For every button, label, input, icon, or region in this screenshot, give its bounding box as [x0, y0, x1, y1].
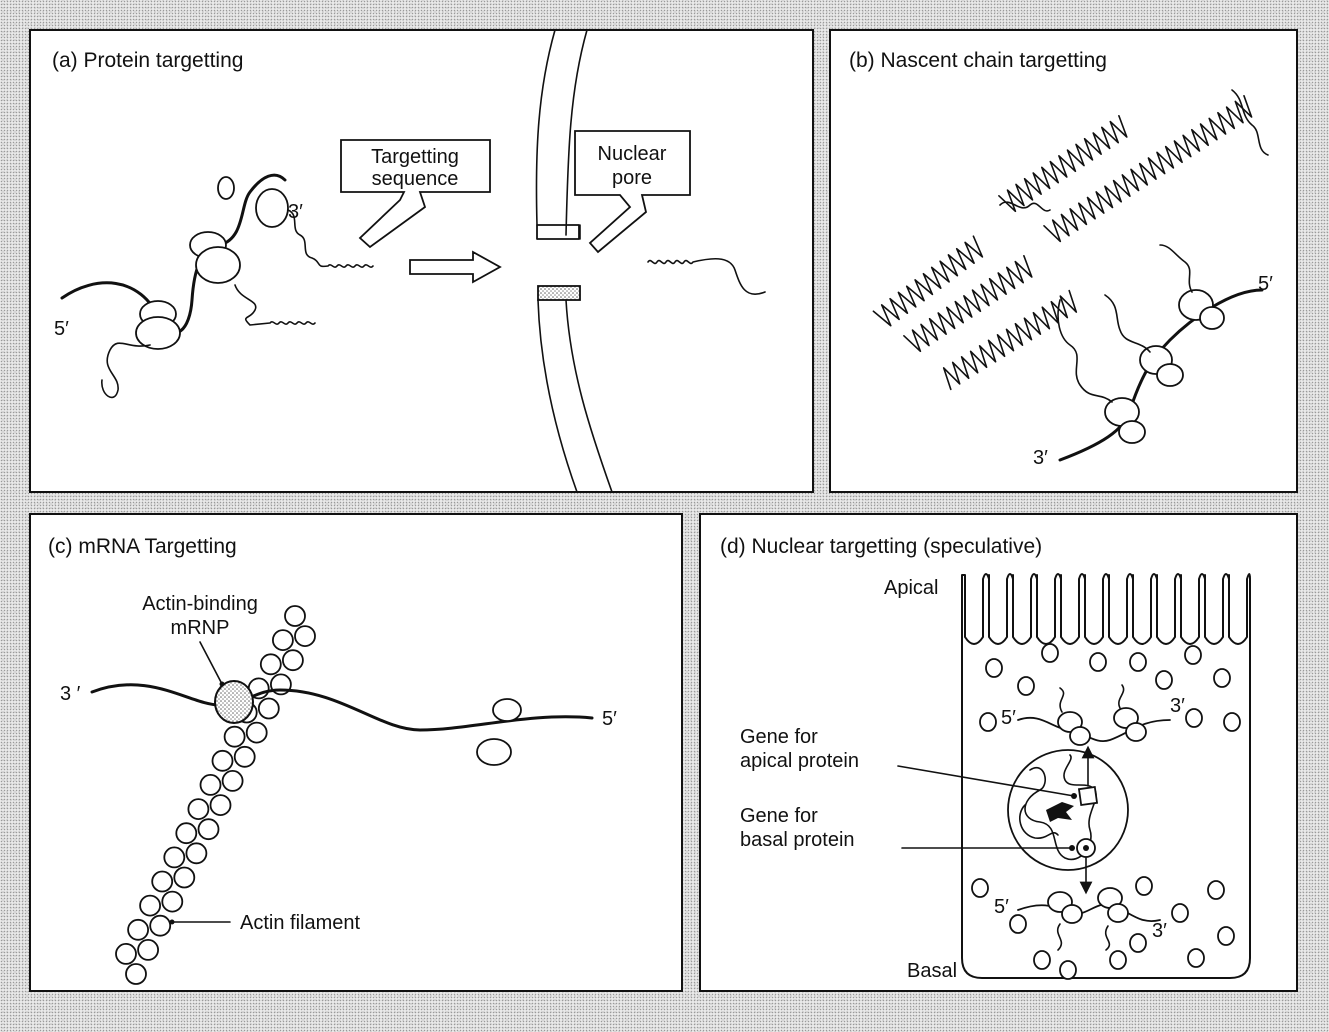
mrnp-particle [215, 681, 253, 723]
actin-bead [211, 795, 231, 815]
actin-bead [225, 727, 245, 747]
apical-gene-label-line-2: apical protein [740, 750, 859, 772]
basal-label: Basal [907, 960, 957, 982]
actin-bead [223, 771, 243, 791]
panel-b: (b) Nascent chain targetting 5′ 3′ [830, 30, 1297, 492]
actin-bead [261, 654, 281, 674]
apical-gene-label-line-1: Gene for [740, 726, 818, 748]
actin-bead [201, 775, 221, 795]
basal-three-prime: 3′ [1152, 920, 1167, 942]
panel-c-title: (c) mRNA Targetting [48, 535, 237, 558]
actin-bead [140, 896, 160, 916]
three-prime-label: 3′ [1033, 447, 1048, 469]
ribosome [1186, 709, 1202, 727]
pore-callout-line-2: pore [612, 167, 652, 189]
ribosome [1010, 915, 1026, 933]
ribosome [1156, 671, 1172, 689]
actin-bead [164, 847, 184, 867]
mrnp-label-line-1: Actin-binding [142, 593, 258, 615]
actin-bead [116, 944, 136, 964]
panel-b-frame [830, 30, 1297, 492]
ribosome [1042, 644, 1058, 662]
ribosome [1136, 877, 1152, 895]
actin-bead [283, 650, 303, 670]
actin-bead [285, 606, 305, 626]
apical-five-prime: 5′ [1001, 707, 1016, 729]
ribosome [1214, 669, 1230, 687]
ribosome [986, 659, 1002, 677]
ribosome [1172, 904, 1188, 922]
ribosome [1018, 677, 1034, 695]
actin-bead [259, 699, 279, 719]
basal-gene-label-line-1: Gene for [740, 805, 818, 827]
ribosome [1130, 653, 1146, 671]
callout-line-2: sequence [372, 168, 459, 190]
actin-filament-label: Actin filament [240, 912, 360, 934]
actin-bead [247, 723, 267, 743]
ribosome [1130, 934, 1146, 952]
three-prime-label: 3 ′ [60, 683, 81, 705]
five-prime-label: 5′ [1258, 273, 1273, 295]
ribosome [1110, 951, 1126, 969]
actin-bead [128, 920, 148, 940]
pore-callout-line-1: Nuclear [598, 143, 667, 165]
panel-a: (a) Protein targetting 5′ 3′ Targetting … [30, 30, 813, 492]
ribosome [1034, 951, 1050, 969]
ribosome [1188, 949, 1204, 967]
ribosome [1185, 646, 1201, 664]
actin-bead [174, 868, 194, 888]
panel-b-title: (b) Nascent chain targetting [849, 49, 1107, 72]
ribosome [972, 879, 988, 897]
five-prime-label: 5′ [54, 318, 69, 340]
panel-d-title: (d) Nuclear targetting (speculative) [720, 535, 1042, 558]
ribosome [1218, 927, 1234, 945]
actin-bead [295, 626, 315, 646]
actin-bead [162, 892, 182, 912]
panel-c: (c) mRNA Targetting 3 ′ 5′ Actin-binding… [30, 514, 682, 991]
basal-five-prime: 5′ [994, 896, 1009, 918]
actin-bead [188, 799, 208, 819]
apical-gene-locus [1079, 787, 1097, 805]
actin-bead [213, 751, 233, 771]
leader-dot [170, 920, 175, 925]
callout-line-1: Targetting [371, 146, 459, 168]
actin-bead [186, 843, 206, 863]
ribosome [980, 713, 996, 731]
panel-a-title: (a) Protein targetting [52, 49, 243, 72]
ribosome [1090, 653, 1106, 671]
actin-bead [152, 872, 172, 892]
leader-dot [220, 682, 225, 687]
actin-bead [176, 823, 196, 843]
panel-d: (d) Nuclear targetting (speculative) Api… [700, 514, 1297, 991]
actin-bead [199, 819, 219, 839]
three-prime-label: 3′ [288, 201, 303, 223]
mrnp-label-line-2: mRNP [171, 617, 230, 639]
ribosome [1060, 961, 1076, 979]
actin-bead [126, 964, 146, 984]
basal-gene-label-line-2: basal protein [740, 829, 855, 851]
actin-bead [150, 916, 170, 936]
actin-bead [235, 747, 255, 767]
apical-three-prime: 3′ [1170, 695, 1185, 717]
actin-bead [273, 630, 293, 650]
apical-label: Apical [884, 577, 938, 599]
ribosome [1208, 881, 1224, 899]
ribosome [1224, 713, 1240, 731]
actin-bead [138, 940, 158, 960]
five-prime-label: 5′ [602, 708, 617, 730]
ribosome [136, 301, 180, 349]
